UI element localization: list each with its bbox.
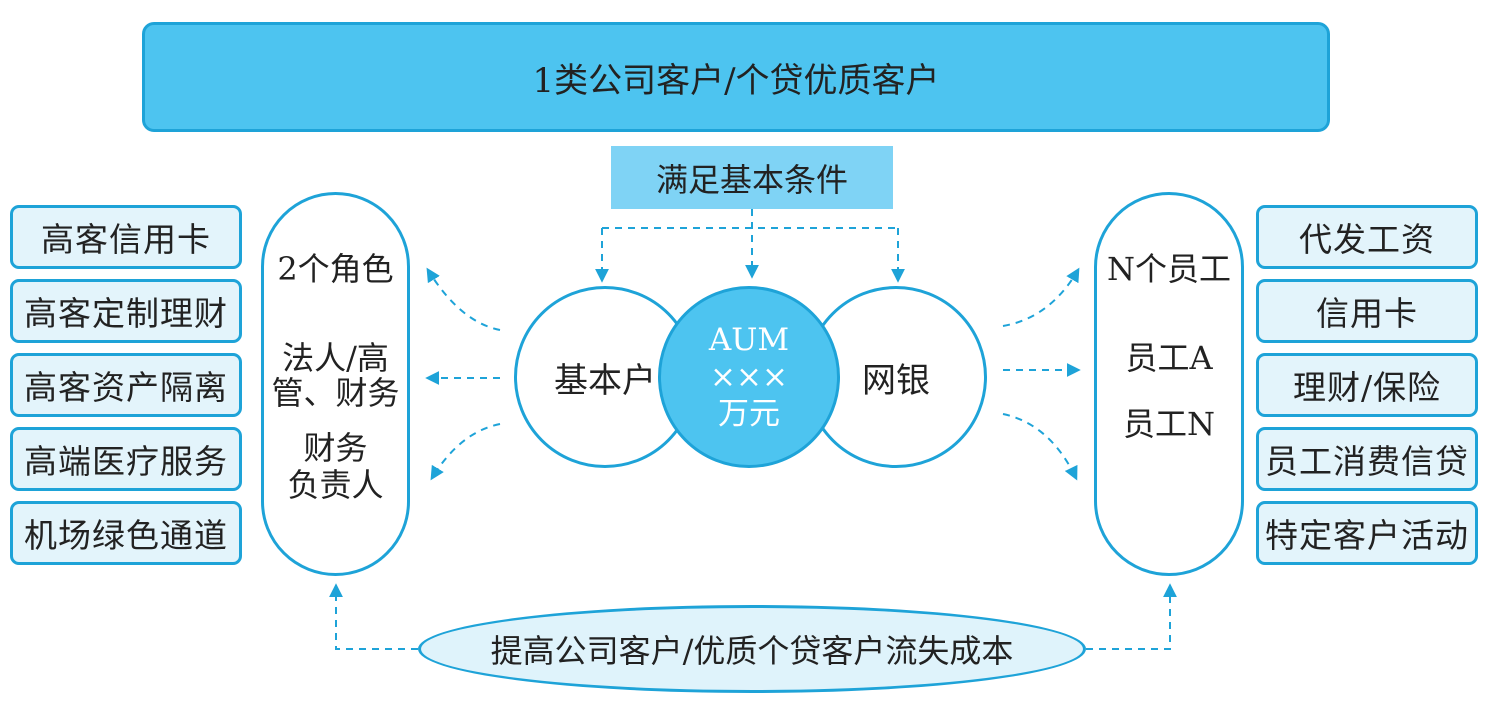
- right-arrow-bottom: [1002, 413, 1078, 481]
- employees-title: N个员工: [1106, 250, 1231, 288]
- basic-account-label: 基本户: [554, 360, 656, 401]
- online-banking-label: 网银: [862, 360, 930, 401]
- ellipse-to-left-pill-arrow: [329, 583, 418, 650]
- roles-title: 2个角色: [277, 250, 394, 288]
- left-arrow-top: [426, 267, 501, 331]
- role-1-line-2: 管、财务: [271, 374, 400, 412]
- ellipse-to-right-pill-arrow: [1086, 583, 1177, 650]
- conditions-box: 满足基本条件: [611, 146, 893, 209]
- top-banner: 1类公司客户/个贷优质客户: [142, 22, 1330, 132]
- left-list-item-1: 高客信用卡: [10, 205, 242, 269]
- roles-pill: [261, 192, 410, 576]
- right-arrow-top: [1002, 267, 1080, 327]
- left-list-item-5: 机场绿色通道: [10, 501, 242, 565]
- right-list-item-2: 信用卡: [1256, 279, 1478, 343]
- aum-circle: AUM ××× 万元: [658, 286, 840, 468]
- left-arrow-bottom: [430, 423, 501, 481]
- right-list-item-1: 代发工资: [1256, 205, 1478, 269]
- employee-n: 员工N: [1122, 405, 1215, 443]
- aum-amount: ×××: [710, 358, 788, 395]
- aum-label: AUM: [708, 321, 790, 358]
- employees-pill: [1094, 192, 1244, 576]
- right-list-item-3: 理财/保险: [1256, 353, 1478, 417]
- aum-unit: 万元: [718, 395, 780, 432]
- left-list-item-3: 高客资产隔离: [10, 353, 242, 417]
- bottom-ellipse: 提高公司客户/优质个贷客户流失成本: [418, 605, 1086, 693]
- right-list-item-5: 特定客户活动: [1256, 501, 1478, 565]
- right-list-item-4: 员工消费信贷: [1256, 427, 1478, 491]
- left-list-item-2: 高客定制理财: [10, 279, 242, 343]
- role-2-line-1: 财务: [303, 429, 368, 467]
- left-list-item-4: 高端医疗服务: [10, 427, 242, 491]
- role-1-line-1: 法人/高: [282, 339, 389, 377]
- employee-a: 员工A: [1125, 339, 1213, 377]
- role-2-line-2: 负责人: [287, 466, 384, 504]
